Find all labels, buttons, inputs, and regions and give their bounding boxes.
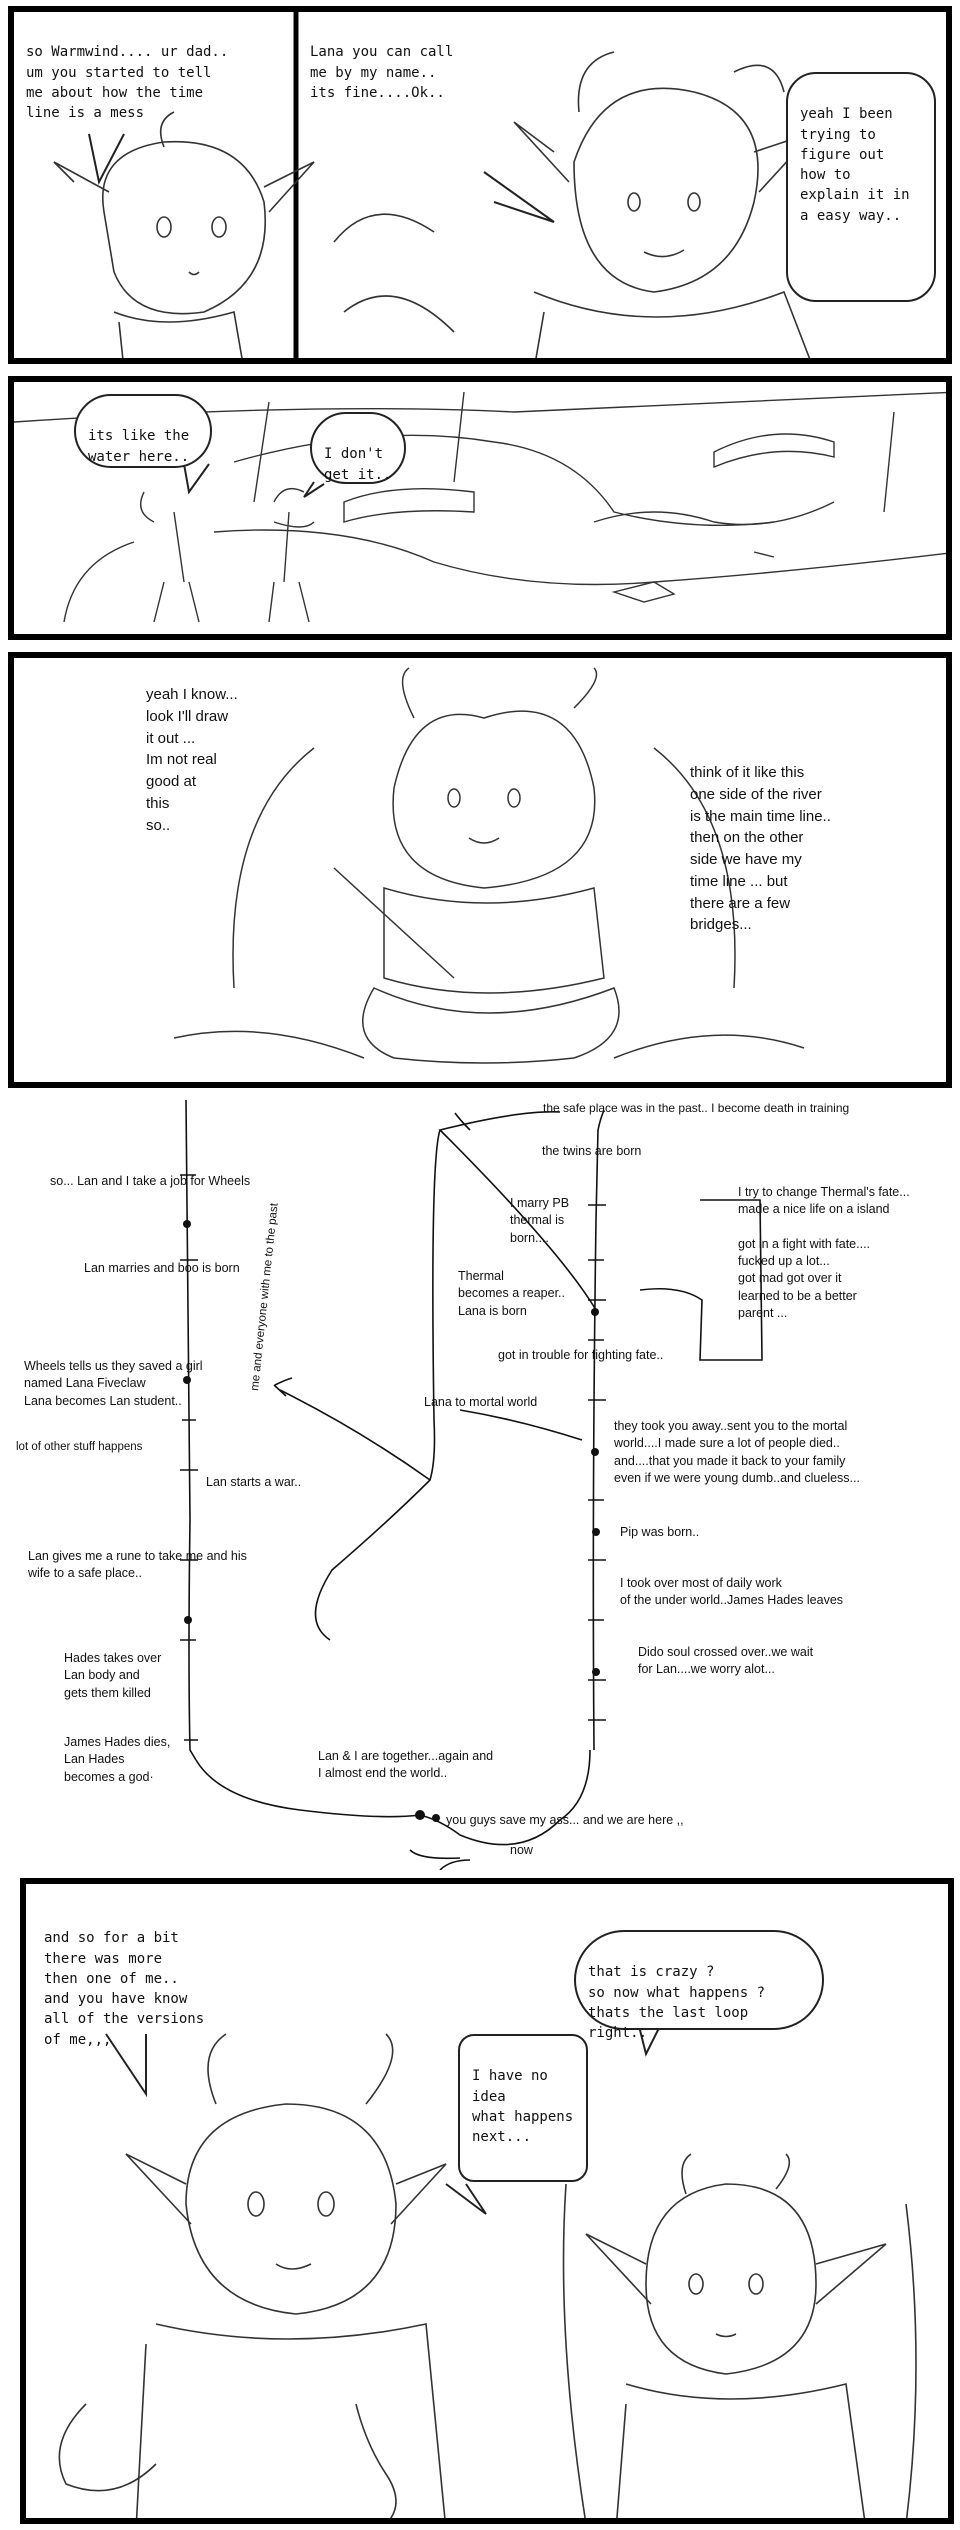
timeline-middle-7: Pip was born.. — [620, 1525, 700, 1539]
panel-1-art — [53, 12, 817, 358]
timeline-middle-1: the twins are born — [542, 1144, 642, 1158]
timeline-left-3: lot of other stuff happens — [16, 1441, 143, 1453]
panel-1: so Warmwind.... ur dad.. um you started … — [8, 6, 952, 364]
timeline-middle-6: they took you away..sent you to the mort… — [614, 1419, 860, 1485]
timeline-bracket-text: I try to change Thermal's fate... made a… — [738, 1185, 910, 1320]
panel-5: and so for a bit there was more then one… — [20, 1878, 954, 2524]
timeline-left-7: James Hades dies, Lan Hades becomes a go… — [64, 1735, 171, 1784]
speech-bubble-lana-confused: I don't get it.. — [310, 412, 406, 484]
timeline-left-4: Lan starts a war.. — [206, 1475, 302, 1489]
timeline-middle-5: Lana to mortal world — [424, 1395, 538, 1409]
timeline-middle-9: Dido soul crossed over..we wait for Lan.… — [638, 1645, 814, 1677]
timeline-left-0: so... Lan and I take a job for Wheels — [50, 1174, 251, 1188]
lana-confused-text: I don't get it.. — [324, 446, 392, 483]
speech-bubble-dad-a: Lana you can call me by my name.. its fi… — [302, 16, 472, 116]
dad-speech-text-b: yeah I been trying to figure out how to … — [800, 106, 910, 224]
panel-3-left-text: yeah I know... look I'll draw it out ...… — [146, 686, 238, 834]
timeline-middle-10: Lan & I are together...again and I almos… — [318, 1749, 494, 1781]
timeline-left-1: Lan marries and boo is born — [84, 1261, 240, 1275]
speech-bubble-lana: so Warmwind.... ur dad.. um you started … — [18, 16, 264, 138]
panel-2: its like the water here.. I don't get it… — [8, 376, 952, 640]
timeline-left-5: Lan gives me a rune to take me and his w… — [28, 1549, 247, 1581]
lana-speech-text: so Warmwind.... ur dad.. um you started … — [26, 44, 229, 122]
timeline-middle-12: now — [510, 1843, 533, 1857]
timeline-diagram: so... Lan and I take a job for Wheels La… — [0, 1100, 960, 1870]
timeline-middle-4: got in trouble for fighting fate.. — [498, 1348, 664, 1362]
timeline-left-2: Wheels tells us they saved a girl named … — [24, 1359, 203, 1408]
timeline-lines — [180, 1100, 763, 1870]
panel-3: yeah I know... look I'll draw it out ...… — [8, 652, 952, 1088]
speech-bubble-dad-no-idea: I have no idea what happens next... — [458, 2034, 588, 2182]
timeline-left-6: Hades takes over Lan body and gets them … — [64, 1651, 162, 1700]
dad-speech-text-a: Lana you can call me by my name.. its fi… — [310, 44, 454, 101]
dad-no-idea-text: I have no idea what happens next... — [472, 2068, 574, 2146]
dad-versions-text: and so for a bit there was more then one… — [44, 1930, 205, 2048]
timeline-middle-0: the safe place was in the past.. I becom… — [543, 1101, 850, 1115]
dad-water-text: its like the water here.. — [88, 428, 190, 465]
timeline-middle-2: I marry PB thermal is born.... — [510, 1196, 570, 1245]
lana-crazy-text: that is crazy ? so now what happens ? th… — [588, 1964, 766, 2042]
speech-bubble-dad-b: yeah I been trying to figure out how to … — [786, 72, 936, 302]
panel-3-art — [173, 667, 805, 1064]
speech-bubble-lana-crazy: that is crazy ? so now what happens ? th… — [574, 1930, 824, 2041]
speech-bubble-dad-water: its like the water here.. — [74, 394, 212, 468]
speech-bubble-dad-versions: and so for a bit there was more then one… — [36, 1902, 246, 2052]
timeline-middle-11: you guys save my ass... and we are here … — [446, 1813, 684, 1827]
timeline-middle-8: I took over most of daily work of the un… — [620, 1576, 844, 1608]
panel-3-right-text: think of it like this one side of the ri… — [690, 764, 831, 934]
timeline-middle-3: Thermal becomes a reaper.. Lana is born — [458, 1269, 566, 1318]
